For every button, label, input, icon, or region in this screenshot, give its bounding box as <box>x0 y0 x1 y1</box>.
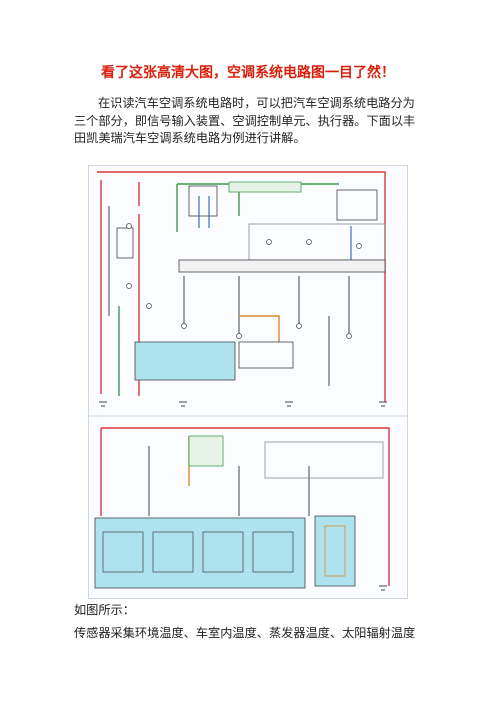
wiring-diagram-image <box>88 165 408 599</box>
blue-wire <box>198 196 352 266</box>
body-text: 传感器采集环境温度、车室内温度、蒸发器温度、太阳辐射温度 <box>74 626 416 640</box>
amp-block <box>264 441 384 479</box>
module-box <box>188 185 218 217</box>
fuse-box <box>116 227 134 259</box>
red-wire-lower <box>101 427 390 586</box>
red-wire <box>97 171 386 402</box>
intro-text: 在识读汽车空调系统电路时，可以把汽车空调系统电路分为三个部分，即信号输入装置、空… <box>74 96 416 145</box>
relay-box-lower <box>188 435 224 467</box>
figure-caption: 如图所示： <box>74 603 135 617</box>
lower-diagram <box>94 427 390 591</box>
ground-symbol-lower <box>379 585 387 591</box>
label-box <box>228 181 302 193</box>
terminal-dots <box>126 223 362 339</box>
connector-bar <box>178 259 386 273</box>
black-wire-lower <box>148 446 310 516</box>
ground-symbols <box>99 401 387 407</box>
orange-wire <box>239 315 280 342</box>
control-panel-block <box>134 341 236 381</box>
actuator-core <box>324 525 346 577</box>
switch-groups <box>102 531 294 573</box>
module-box-right <box>336 189 378 221</box>
intro-paragraph: 在识读汽车空调系统电路时，可以把汽车空调系统电路分为三个部分，即信号输入装置、空… <box>74 95 424 148</box>
article-title: 看了这张高清大图，空调系统电路图一目了然！ <box>101 65 395 81</box>
switch-panel-block <box>94 517 306 589</box>
black-wire <box>108 206 350 386</box>
sensor-box <box>238 341 294 369</box>
upper-diagram <box>97 171 387 407</box>
actuator-block <box>314 515 356 587</box>
wiring-diagram-svg <box>89 171 407 591</box>
